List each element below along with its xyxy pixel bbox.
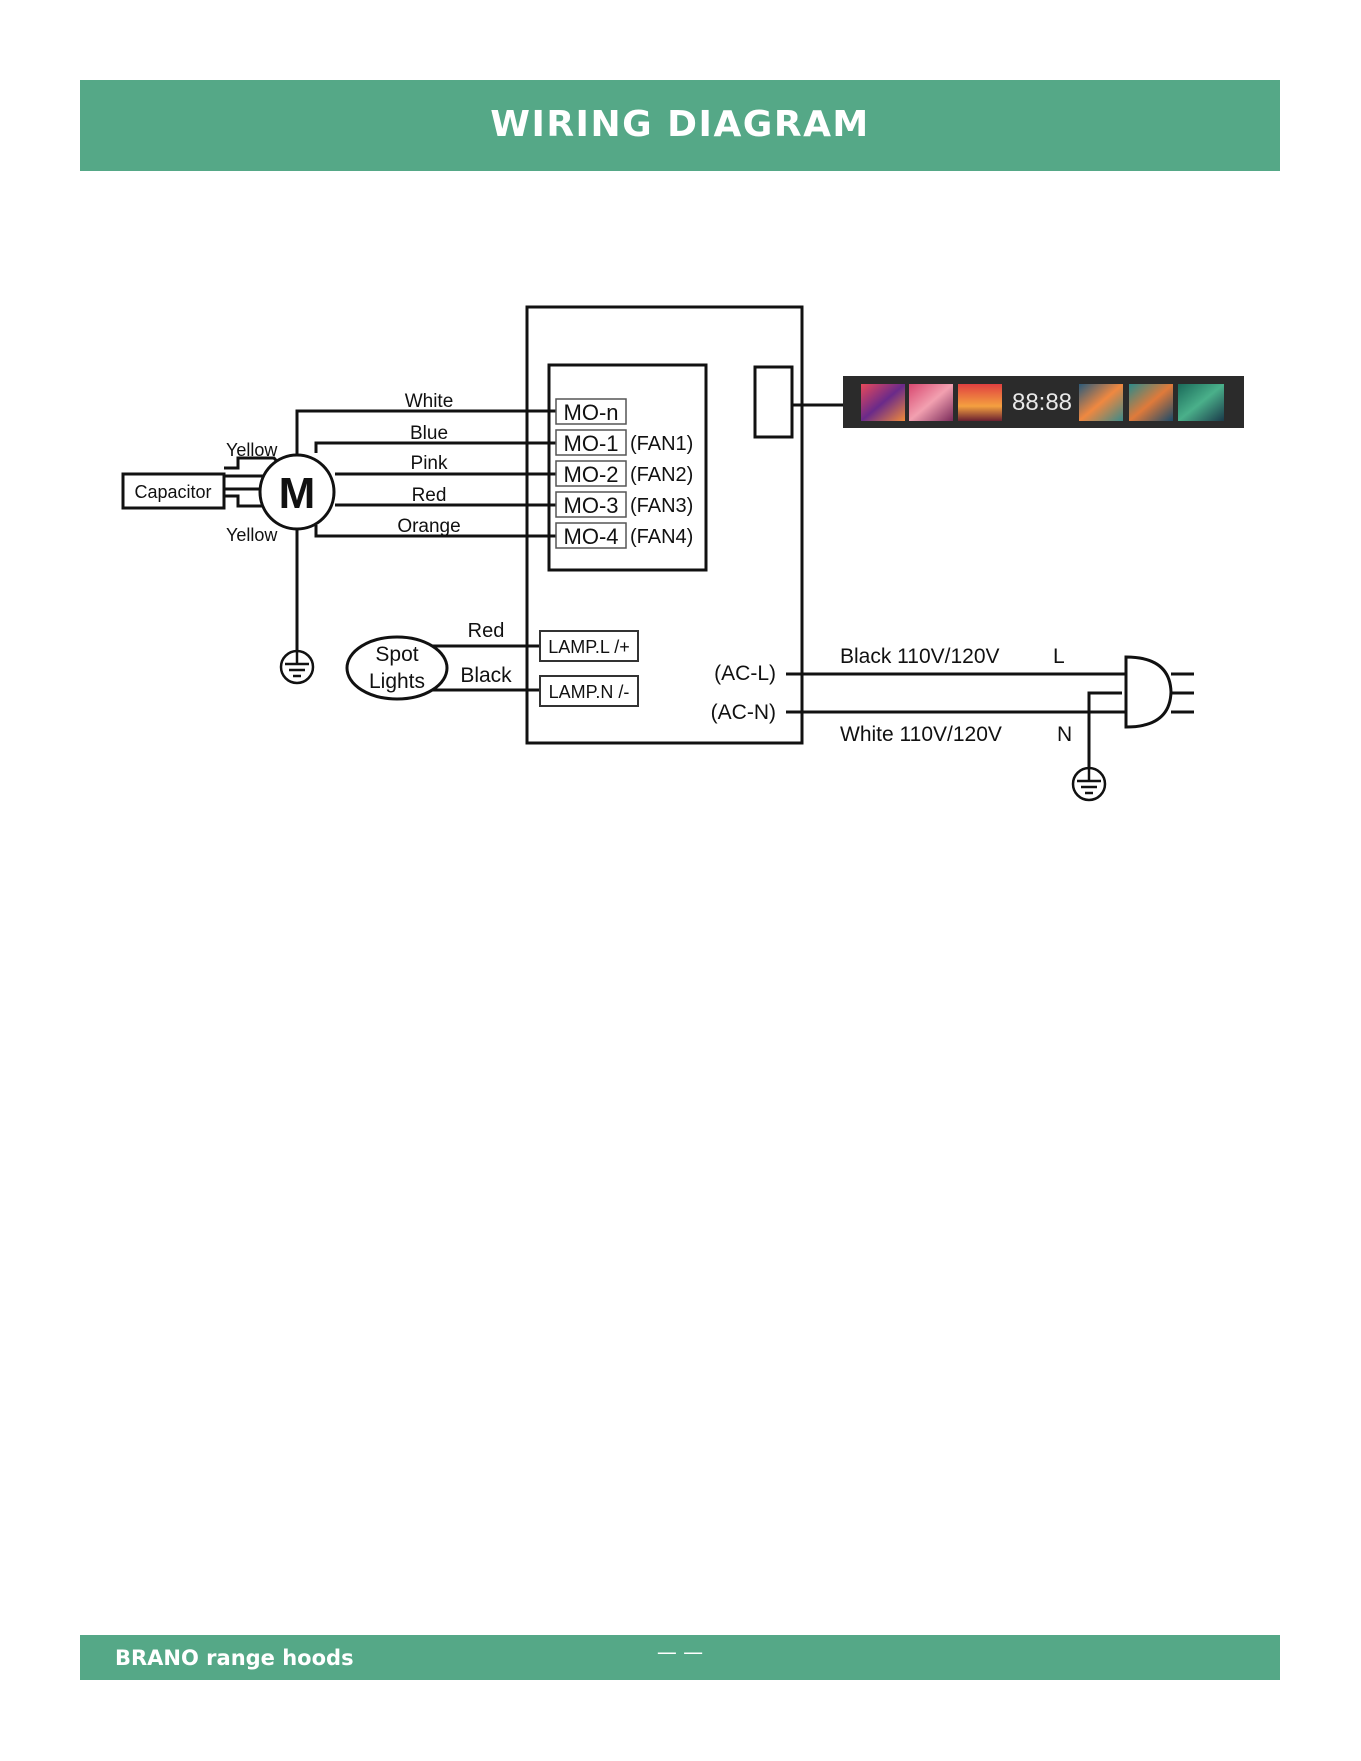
svg-text:White: White	[405, 391, 454, 412]
ac-plug	[1126, 657, 1171, 727]
page-number: — —	[80, 1640, 1280, 1664]
footer-bar: BRANO range hoods — —	[80, 1635, 1280, 1680]
svg-text:(FAN2): (FAN2)	[630, 464, 693, 486]
svg-text:Red: Red	[468, 620, 505, 642]
clock-display: 88:88	[1012, 389, 1072, 416]
svg-text:(AC-N): (AC-N)	[711, 701, 776, 724]
svg-text:MO-1: MO-1	[564, 431, 619, 456]
svg-text:Yellow: Yellow	[226, 525, 278, 545]
panel-tile	[1079, 384, 1123, 421]
svg-text:MO-n: MO-n	[564, 400, 619, 425]
panel-tile	[958, 384, 1002, 421]
svg-text:(FAN1): (FAN1)	[630, 433, 693, 455]
svg-text:Yellow: Yellow	[226, 440, 278, 460]
panel-tile	[1129, 384, 1173, 421]
display-connector	[755, 367, 792, 437]
panel-tile	[909, 384, 953, 421]
svg-text:Orange: Orange	[397, 516, 460, 537]
svg-text:Lights: Lights	[369, 670, 425, 693]
motor-label: M	[279, 469, 316, 518]
ground-icon	[281, 651, 313, 683]
svg-text:L: L	[1053, 645, 1065, 668]
svg-text:Black 110V/120V: Black 110V/120V	[840, 645, 1000, 668]
svg-text:White 110V/120V: White 110V/120V	[840, 723, 1002, 746]
svg-text:(FAN3): (FAN3)	[630, 495, 693, 517]
wire-blue	[316, 443, 556, 453]
svg-text:LAMP.L /+: LAMP.L /+	[548, 637, 630, 657]
svg-text:Blue: Blue	[410, 423, 448, 444]
svg-text:Black: Black	[460, 664, 512, 687]
svg-text:(FAN4): (FAN4)	[630, 526, 693, 548]
svg-text:MO-3: MO-3	[564, 493, 619, 518]
svg-text:Red: Red	[412, 485, 447, 506]
svg-text:N: N	[1057, 723, 1072, 746]
panel-tile	[861, 384, 905, 421]
svg-text:LAMP.N /-: LAMP.N /-	[549, 682, 630, 702]
svg-text:MO-4: MO-4	[564, 524, 619, 549]
svg-text:(AC-L): (AC-L)	[714, 662, 776, 685]
panel-tile	[1178, 384, 1224, 421]
ground-icon	[1073, 768, 1105, 800]
capacitor-label: Capacitor	[134, 482, 211, 502]
svg-text:Spot: Spot	[375, 643, 418, 666]
control-panel-display: 88:88	[843, 376, 1244, 428]
svg-text:Pink: Pink	[411, 453, 448, 474]
svg-text:MO-2: MO-2	[564, 462, 619, 487]
